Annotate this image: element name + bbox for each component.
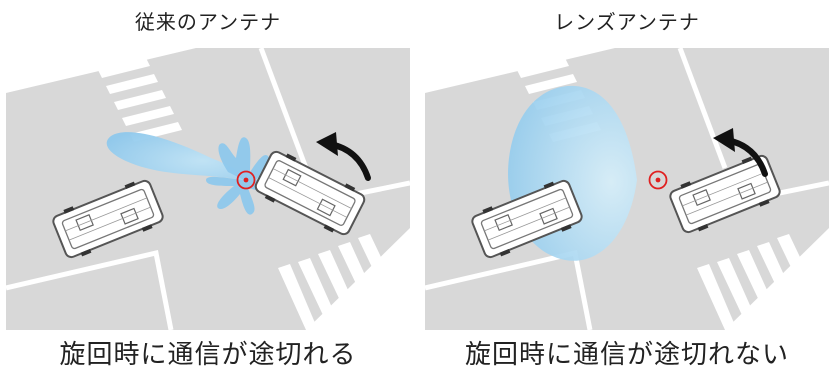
right-panel-caption: 旋回時に通信が途切れない [464, 340, 789, 370]
lens-antenna-illustration [425, 48, 829, 330]
rotation-arrow-icon [713, 128, 768, 177]
left-panel-caption: 旋回時に通信が途切れる [59, 340, 357, 370]
right-panel-title: レンズアンテナ [554, 10, 700, 34]
antenna-marker-icon [236, 170, 256, 190]
antenna-marker-icon [648, 170, 668, 190]
conventional-antenna-illustration [6, 48, 410, 330]
rotation-arrow-icon [316, 132, 371, 181]
left-panel-title: 従来のアンテナ [134, 10, 282, 34]
